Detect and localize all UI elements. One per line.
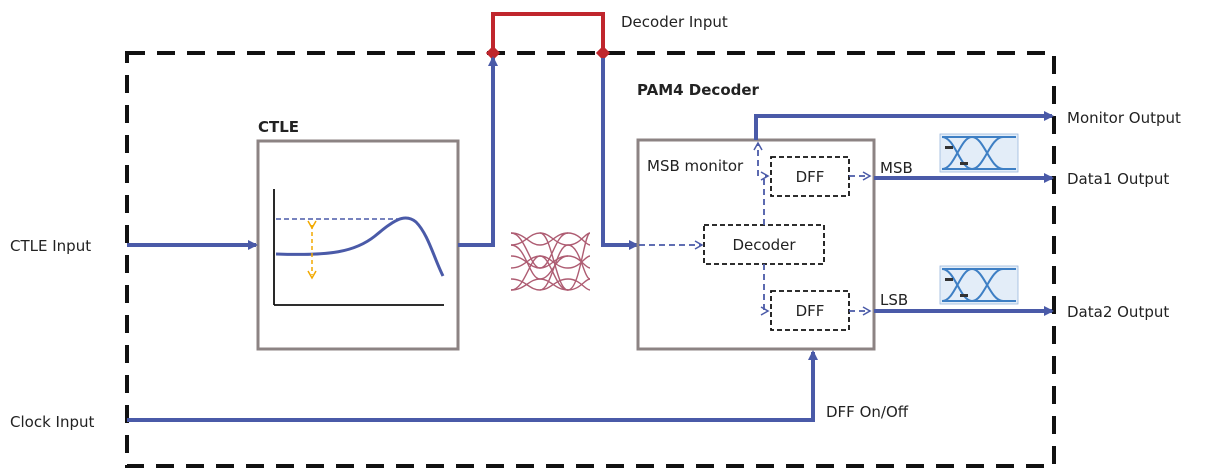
clock-input-line: [127, 350, 818, 422]
ctle-title: CTLE: [258, 118, 299, 136]
pam4-decoder-title: PAM4 Decoder: [637, 81, 760, 99]
decoder-feed-line: [601, 58, 639, 250]
msb-label: MSB: [880, 159, 913, 177]
data2-output-label: Data2 Output: [1067, 303, 1169, 321]
nrz-eye-diagram-msb: [939, 133, 1019, 173]
lsb-label: LSB: [880, 291, 908, 309]
decoder-input-line: [491, 12, 605, 53]
dff-top-label: DFF: [796, 168, 825, 186]
dff-bottom-label: DFF: [796, 302, 825, 320]
ctle-input-label: CTLE Input: [10, 237, 91, 255]
nrz-eye-diagram-lsb: [939, 265, 1019, 305]
ctle-response-curve: [275, 216, 445, 277]
dff-onoff-label: DFF On/Off: [826, 403, 909, 421]
msb-monitor-label: MSB monitor: [647, 157, 744, 175]
device-boundary-frame: [125, 51, 1056, 468]
decoder-input-node-left: [485, 45, 501, 61]
data1-output-label: Data1 Output: [1067, 170, 1169, 188]
monitor-output-line: [754, 111, 1054, 140]
pam4-eye-diagram: [510, 232, 591, 291]
decoder-input-label: Decoder Input: [621, 13, 728, 31]
decoder-to-dff-top: [760, 171, 770, 225]
decoder-internal-label: Decoder: [732, 236, 796, 254]
decoder-internal-block: [703, 224, 825, 265]
ctle-output-line: [458, 56, 498, 247]
decoder-to-dff-bottom: [760, 264, 770, 316]
monitor-output-label: Monitor Output: [1067, 109, 1181, 127]
decoder-input-node-right: [595, 45, 611, 61]
clock-input-label: Clock Input: [10, 413, 94, 431]
